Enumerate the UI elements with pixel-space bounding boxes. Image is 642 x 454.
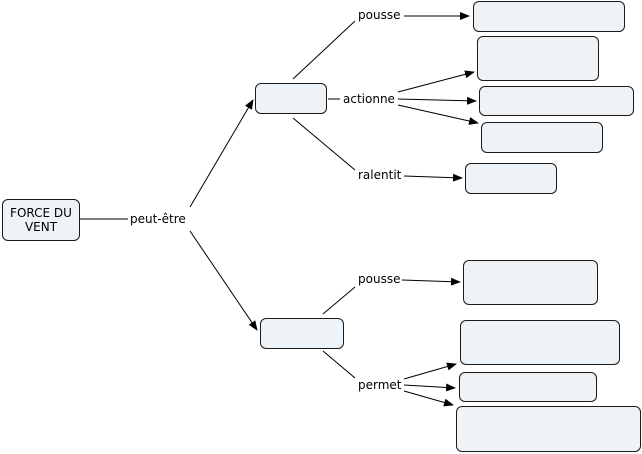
ralentit-target-node[interactable] <box>465 163 557 194</box>
connector-upper-to-ralentit <box>292 117 356 171</box>
link-label-permet: permet <box>357 378 403 392</box>
arrow-to-upper-concept <box>189 99 254 208</box>
link-label-actionne: actionne <box>342 92 396 106</box>
arrow-to-lower-concept <box>189 230 258 331</box>
arrow-actionne-target-3 <box>397 104 479 125</box>
arrow-actionne-target-1 <box>397 70 475 93</box>
permet-target-node-2[interactable] <box>459 372 597 402</box>
link-label-lower-pousse: pousse <box>357 272 402 286</box>
arrow-permet-target-3 <box>403 390 454 407</box>
arrow-actionne-target-2 <box>397 96 477 105</box>
arrow-low-pousse-target <box>401 277 461 286</box>
connector-lower-to-permet <box>322 350 356 379</box>
connector-lower-to-pousse <box>322 286 356 315</box>
actionne-target-node-3[interactable] <box>481 122 603 153</box>
actionne-target-node-2[interactable] <box>479 86 634 116</box>
permet-target-node-1[interactable] <box>460 320 620 365</box>
arrow-ralentit-target <box>403 173 463 182</box>
pousse-target-node[interactable] <box>473 1 625 32</box>
link-label-peut-etre: peut-être <box>129 212 187 226</box>
link-label-ralentit: ralentit <box>357 168 403 182</box>
arrow-permet-target-1 <box>403 362 457 380</box>
root-concept-node[interactable]: FORCE DU VENT <box>2 199 80 241</box>
link-label-upper-pousse: pousse <box>357 8 402 22</box>
connector-upper-to-pousse <box>292 20 356 80</box>
arrow-permet-target-2 <box>403 383 456 392</box>
actionne-target-node-1[interactable] <box>477 36 599 81</box>
lower-concept-node[interactable] <box>260 318 344 349</box>
upper-concept-node[interactable] <box>255 83 327 114</box>
permet-target-node-3[interactable] <box>456 406 641 452</box>
root-concept-text: FORCE DU VENT <box>10 206 72 234</box>
low-pousse-target-node[interactable] <box>463 260 598 305</box>
